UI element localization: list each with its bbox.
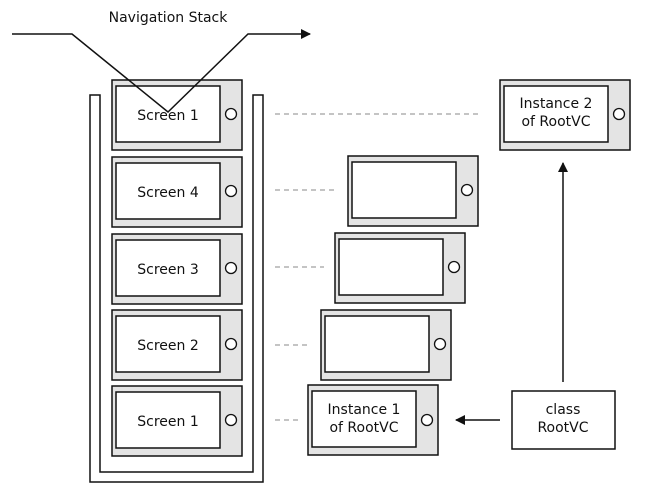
instance-2-label-line2: of RootVC — [521, 114, 590, 130]
stack-phone-4: Screen 2 — [111, 309, 243, 381]
stack-container — [89, 94, 264, 483]
home-button-icon — [224, 261, 238, 275]
diagram-title: Navigation Stack — [109, 10, 229, 26]
instance-1-label-line1: Instance 1 — [328, 402, 401, 418]
class-label-line2: RootVC — [537, 420, 588, 436]
instance-1-label-line2: of RootVC — [329, 420, 398, 436]
home-button-icon — [224, 413, 238, 427]
class-label-line1: class — [546, 402, 581, 418]
home-button-icon — [420, 413, 434, 427]
instance-2-label-line1: Instance 2 — [520, 96, 593, 112]
home-button-icon — [612, 107, 626, 121]
home-button-icon — [433, 337, 447, 351]
middle-phone-instance-1: Instance 1 of RootVC — [307, 384, 439, 456]
home-button-icon — [224, 337, 238, 351]
middle-phone-1 — [347, 155, 479, 227]
stack-screen-label: Screen 3 — [137, 262, 199, 278]
home-button-icon — [460, 183, 474, 197]
instance-2-phone: Instance 2 of RootVC — [499, 79, 631, 151]
middle-phone-3 — [320, 309, 452, 381]
stack-screen-label: Screen 1 — [137, 414, 199, 430]
stack-phone-2: Screen 4 — [111, 156, 243, 228]
push-pop-path — [12, 29, 311, 114]
class-rootvc-box: class RootVC — [511, 390, 616, 450]
stack-phone-1-top: Screen 1 — [111, 79, 243, 151]
stack-screen-label: Screen 1 — [137, 108, 199, 124]
home-button-icon — [224, 107, 238, 121]
stack-screen-label: Screen 4 — [137, 185, 199, 201]
home-button-icon — [447, 260, 461, 274]
middle-phone-2 — [334, 232, 466, 304]
stack-screen-label: Screen 2 — [137, 338, 199, 354]
stack-phone-3: Screen 3 — [111, 233, 243, 305]
home-button-icon — [224, 184, 238, 198]
stack-phone-5-bottom: Screen 1 — [111, 385, 243, 457]
